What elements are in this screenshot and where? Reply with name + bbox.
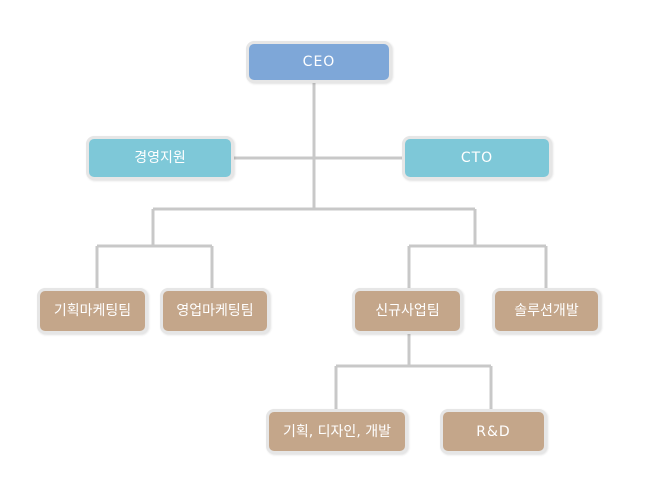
- r-and-d-label: R&D: [476, 423, 511, 440]
- new-business-team-label: 신규사업팀: [375, 303, 440, 319]
- planning-design-development-node: 기획, 디자인, 개발: [266, 409, 408, 454]
- ceo-label: CEO: [302, 54, 336, 70]
- planning-marketing-team-label: 기획마케팅팀: [53, 303, 132, 319]
- solution-development-label: 솔루션개발: [514, 303, 579, 319]
- management-support-node: 경영지원: [86, 136, 234, 180]
- management-support-label: 경영지원: [134, 150, 186, 166]
- cto-label: CTO: [460, 150, 494, 166]
- ceo-node: CEO: [246, 41, 392, 83]
- planning-design-development-label: 기획, 디자인, 개발: [283, 423, 391, 440]
- r-and-d-node: R&D: [440, 409, 547, 454]
- cto-node: CTO: [402, 136, 552, 180]
- sales-marketing-team-label: 영업마케팅팀: [176, 303, 254, 319]
- planning-marketing-team-node: 기획마케팅팀: [37, 288, 148, 334]
- solution-development-node: 솔루션개발: [492, 288, 601, 334]
- new-business-team-node: 신규사업팀: [352, 288, 463, 334]
- sales-marketing-team-node: 영업마케팅팀: [160, 288, 270, 334]
